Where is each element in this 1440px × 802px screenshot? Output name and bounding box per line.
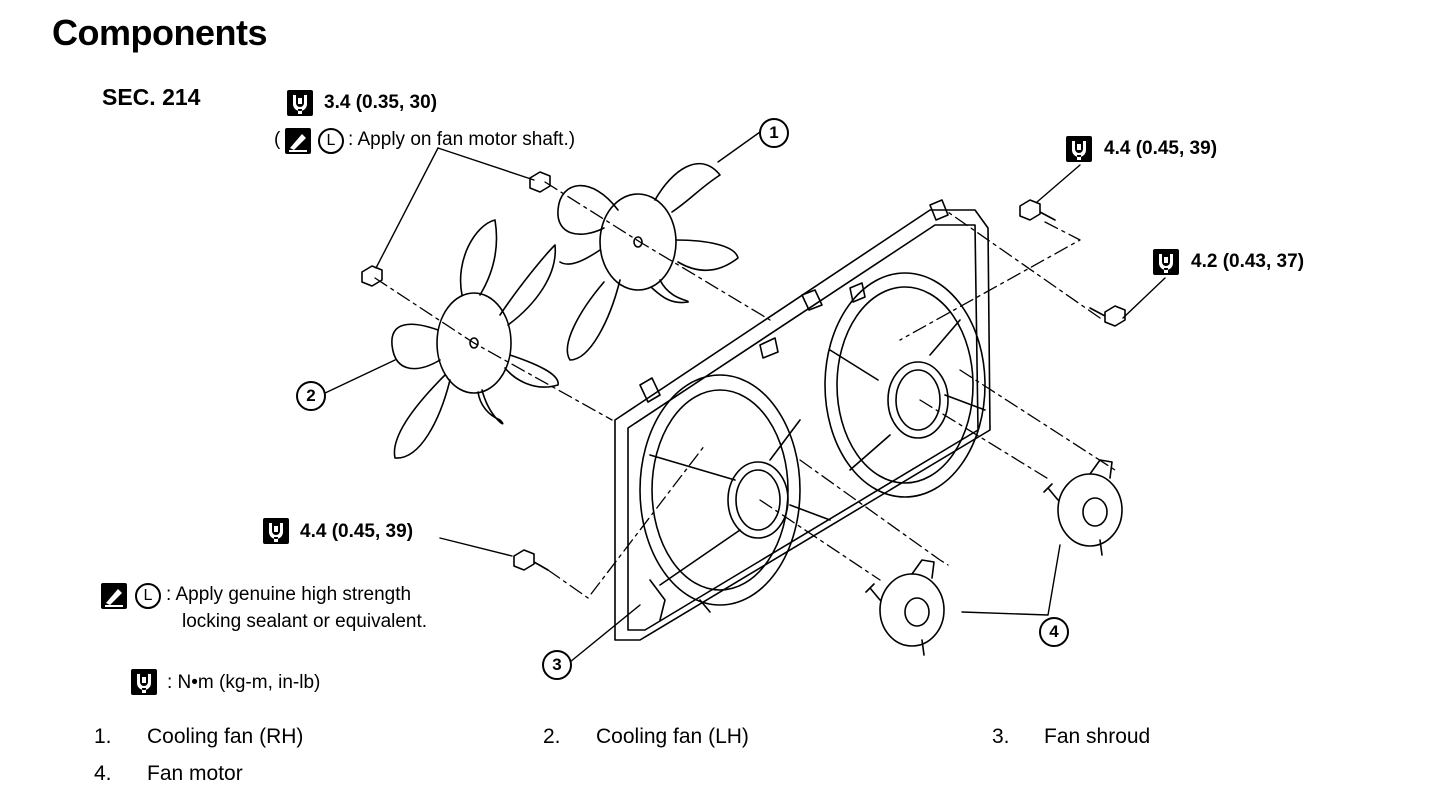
torque-wrench-icon: [287, 90, 313, 116]
legend-label-cooling-fan-rh: Cooling fan (RH): [147, 725, 304, 748]
torque-value-shroud-bolt-lower: 4.4 (0.45, 39): [300, 521, 414, 542]
sealant-applicator-icon: [285, 128, 311, 154]
legend-number: 3.: [992, 725, 1010, 748]
cooling-fan-lh-drawing: [391, 219, 559, 459]
alignment-lines: [374, 181, 1116, 599]
legend-number: 4.: [94, 762, 112, 785]
torque-unit-note: : N•m (kg-m, in-lb): [167, 672, 321, 693]
callout-2: 2: [296, 381, 326, 411]
torque-wrench-icon: [1066, 136, 1092, 162]
sealant-note-line2: locking sealant or equivalent.: [182, 611, 428, 632]
callout-3: 3: [542, 650, 572, 680]
section-number: SEC. 214: [102, 84, 201, 110]
torque-value-shroud-bolt-upper: 4.4 (0.45, 39): [1104, 138, 1218, 159]
fan-shroud-drawing: [614, 199, 991, 641]
torque-value-fan-nut: 3.4 (0.35, 30): [324, 92, 438, 113]
legend-number: 1.: [94, 725, 112, 748]
fan-motor-drawing: [865, 459, 1123, 656]
cooling-fan-rh-drawing: [557, 163, 739, 361]
sealant-applicator-icon: [101, 583, 127, 609]
callout-1: 1: [759, 118, 789, 148]
legend-label-fan-shroud: Fan shroud: [1044, 725, 1151, 748]
locking-sealant-icon: L: [318, 128, 344, 154]
legend-label-fan-motor: Fan motor: [147, 762, 243, 785]
legend-number: 2.: [543, 725, 561, 748]
locking-sealant-icon: L: [135, 583, 161, 609]
torque-wrench-icon: [131, 669, 157, 695]
shaft-note-open: (: [274, 129, 281, 150]
fasteners-drawing: [361, 171, 1126, 571]
leader-lines: [322, 131, 1166, 663]
shaft-note-text: : Apply on fan motor shaft.): [348, 129, 576, 150]
legend-label-cooling-fan-lh: Cooling fan (LH): [596, 725, 749, 748]
torque-wrench-icon: [263, 518, 289, 544]
callout-4: 4: [1039, 617, 1069, 647]
torque-wrench-icon: [1153, 249, 1179, 275]
sealant-note-line1: : Apply genuine high strength: [166, 584, 412, 605]
page-title: Components: [52, 12, 268, 53]
torque-value-shroud-bolt-right: 4.2 (0.43, 37): [1191, 251, 1305, 272]
